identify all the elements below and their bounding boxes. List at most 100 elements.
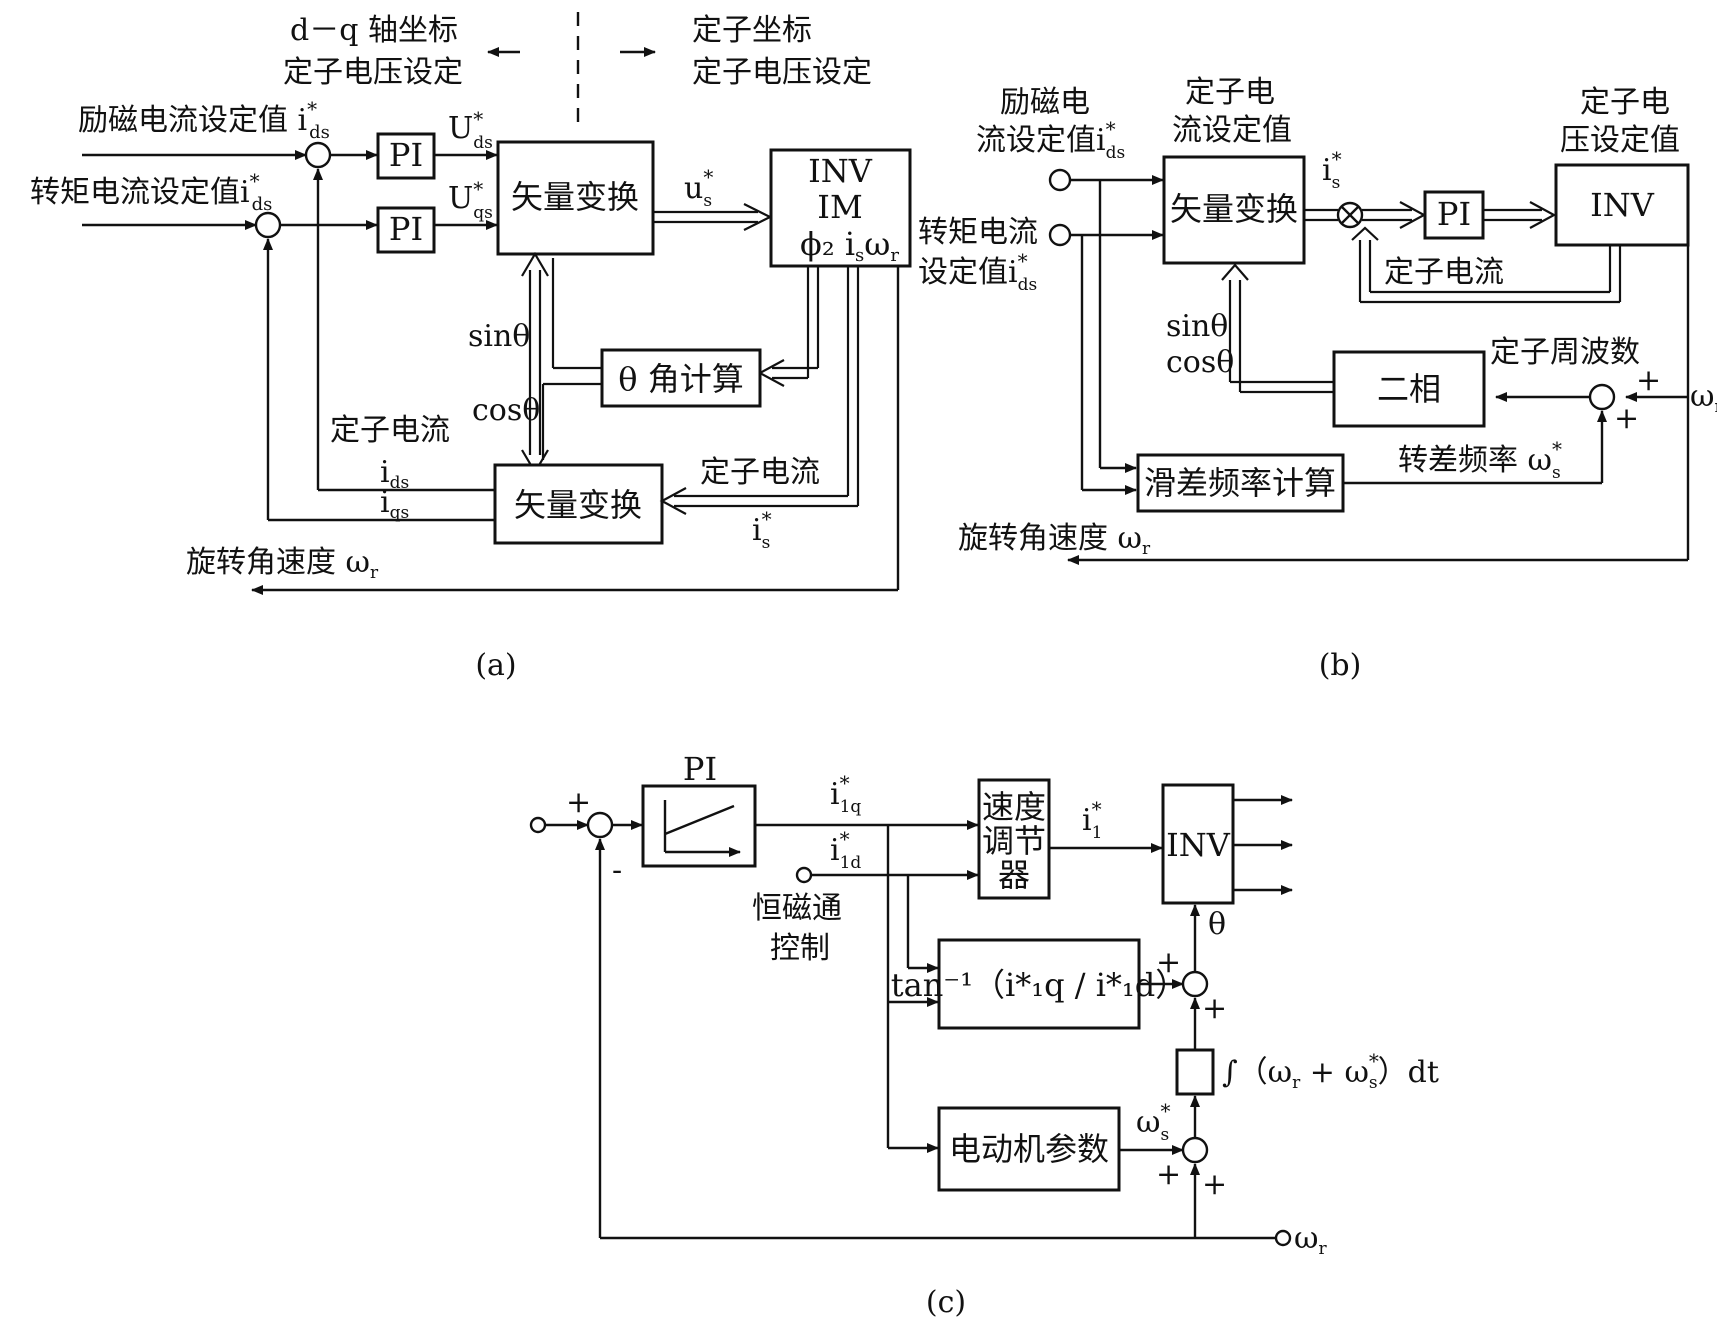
b-sin-label: sinθ — [1166, 309, 1228, 344]
a-theta-input-arrow — [757, 359, 785, 387]
a-vector-transform-label-2: 矢量变换 — [514, 486, 642, 524]
b-current-set-label-2: 流设定值 — [1172, 113, 1292, 148]
c-atan-label: tan⁻¹（i*₁q / i*₁d） — [891, 966, 1188, 1004]
b-pi-block — [1423, 190, 1485, 240]
c-theta-label: θ — [1208, 907, 1226, 942]
c-pi-block — [641, 784, 757, 868]
b-link — [1399, 201, 1427, 229]
a-cos-label: cosθ — [472, 393, 540, 428]
c-inv-label: INV — [1166, 826, 1231, 864]
b-slip-freq-label: 转差频率 ω*s — [1398, 437, 1562, 483]
a-sum-junction-d — [304, 141, 332, 169]
b-link — [1529, 201, 1557, 229]
b-stator-current-label: 定子电流 — [1384, 255, 1504, 290]
a-sum-junction-q — [254, 211, 282, 239]
c-pi-label: PI — [683, 750, 717, 788]
a-vector-transform-block-2 — [493, 463, 664, 545]
b-excitation-label-1: 励磁电 — [1000, 85, 1090, 120]
c-speed-regulator-label-3: 器 — [998, 856, 1030, 894]
c-flux-terminal — [795, 866, 813, 884]
b-slip-calc-block — [1136, 453, 1345, 513]
c-plus-label: + — [566, 785, 591, 820]
c-sum-junction-speed — [586, 811, 614, 839]
b-pi-label: PI — [1437, 195, 1471, 233]
a-uq-label: U*qs — [448, 177, 493, 223]
a-ud-label: U*ds — [448, 107, 493, 153]
b-inv-block — [1554, 163, 1690, 247]
b-two-phase-label: 二相 — [1377, 370, 1441, 408]
c-i1q-label: i*1q — [830, 771, 861, 817]
c-caption: (c) — [926, 1285, 966, 1320]
a-is-label: i*s — [752, 507, 772, 553]
a-stator-current-right-label: 定子电流 — [700, 455, 820, 490]
a-inv-outputs-label: ϕ₂ isωr — [800, 225, 899, 266]
b-plus-right: + — [1636, 363, 1661, 398]
b-caption: (b) — [1319, 648, 1362, 683]
b-inv-label: INV — [1590, 186, 1655, 224]
a-current-input-arrow — [659, 487, 687, 515]
c-motor-params-label: 电动机参数 — [949, 1130, 1109, 1168]
b-two-phase-block — [1332, 350, 1486, 428]
diagram-b: 励磁电 流设定值i*ds 转矩电流 设定值i*ds 定子电 流设定值 定子电 压… — [918, 75, 1717, 683]
b-current-set-label-1: 定子电 — [1185, 75, 1275, 110]
c-pi-graph-ramp — [664, 804, 735, 836]
diagram-a: d－q 轴坐标 定子电压设定 定子坐标 定子电压设定 励磁电流设定值 i*ds … — [30, 12, 912, 683]
b-excitation-label-2: 流设定值i*ds — [976, 117, 1125, 163]
b-link — [1221, 263, 1249, 281]
c-plus-freq-left: + — [1156, 1157, 1181, 1192]
b-vector-transform-label: 矢量变换 — [1170, 190, 1298, 228]
a-pi-label-q: PI — [389, 210, 423, 248]
a-top-left-label-2: 定子电压设定 — [283, 55, 463, 90]
a-inv-label: INV — [808, 152, 873, 190]
a-us-double-arrow — [743, 203, 773, 231]
c-i1-label: i*1 — [1082, 797, 1102, 843]
c-plus-theta-left: + — [1156, 945, 1181, 980]
c-wr-terminal — [1274, 1229, 1292, 1247]
a-arrow-up-to-vt1 — [521, 251, 549, 277]
a-speed-label: 旋转角速度 ωr — [186, 545, 379, 583]
c-integrator-block — [1175, 1048, 1215, 1096]
a-vector-transform-label-1: 矢量变换 — [511, 178, 639, 216]
c-sum-junction-freq — [1181, 1136, 1209, 1164]
a-sin-label: sinθ — [468, 319, 530, 354]
a-im-label: IM — [817, 188, 862, 226]
c-wr-label: ωr — [1294, 1221, 1327, 1259]
a-vector-transform-block-1 — [496, 140, 655, 256]
c-plus-freq-below: + — [1202, 1167, 1227, 1202]
c-ws-label: ω*s — [1136, 1099, 1170, 1145]
b-voltage-set-label-2: 压设定值 — [1560, 123, 1680, 158]
b-voltage-set-label-1: 定子电 — [1580, 85, 1670, 120]
c-speed-regulator-block — [977, 778, 1051, 900]
a-top-left-label-1: d－q 轴坐标 — [290, 13, 458, 48]
a-top-right-label-2: 定子电压设定 — [692, 55, 872, 90]
c-const-flux-label-1: 恒磁通 — [752, 891, 842, 926]
b-stator-freq-label: 定子周波数 — [1490, 335, 1640, 370]
a-caption: (a) — [475, 648, 516, 683]
b-is-label: i*s — [1322, 147, 1342, 193]
a-top-right-label-1: 定子坐标 — [692, 13, 812, 48]
c-speed-regulator-label-2: 调节 — [982, 822, 1046, 860]
c-speed-regulator-label-1: 速度 — [982, 788, 1046, 826]
b-wr-label: ωr — [1690, 379, 1717, 417]
a-pi-label-d: PI — [389, 136, 423, 174]
b-link — [1341, 206, 1359, 224]
a-us-label: u*s — [684, 165, 713, 211]
b-excitation-terminal — [1048, 168, 1072, 192]
b-plus-below: + — [1614, 401, 1639, 436]
a-ids-label: ids — [380, 455, 409, 493]
b-sum-junction-freq — [1588, 383, 1616, 411]
a-theta-calc-block — [600, 348, 762, 408]
b-torque-terminal — [1048, 223, 1072, 247]
c-i1d-label: i*1d — [830, 827, 861, 873]
a-theta-calc-label: θ 角计算 — [618, 360, 743, 398]
a-torque-input-label: 转矩电流设定值i*ds — [30, 169, 272, 215]
diagram-c: + - PI i*1q i*1d 恒磁通 控制 速度 调节 器 i*1 INV — [529, 750, 1439, 1320]
c-input-terminal — [529, 816, 547, 834]
b-torque-label-2: 设定值i*ds — [918, 249, 1037, 295]
c-plus-theta-below: + — [1202, 991, 1227, 1026]
c-const-flux-label-2: 控制 — [770, 931, 830, 966]
a-inv-im-block — [769, 148, 912, 268]
b-slip-calc-label: 滑差频率计算 — [1144, 464, 1336, 502]
c-minus-label: - — [612, 853, 622, 888]
